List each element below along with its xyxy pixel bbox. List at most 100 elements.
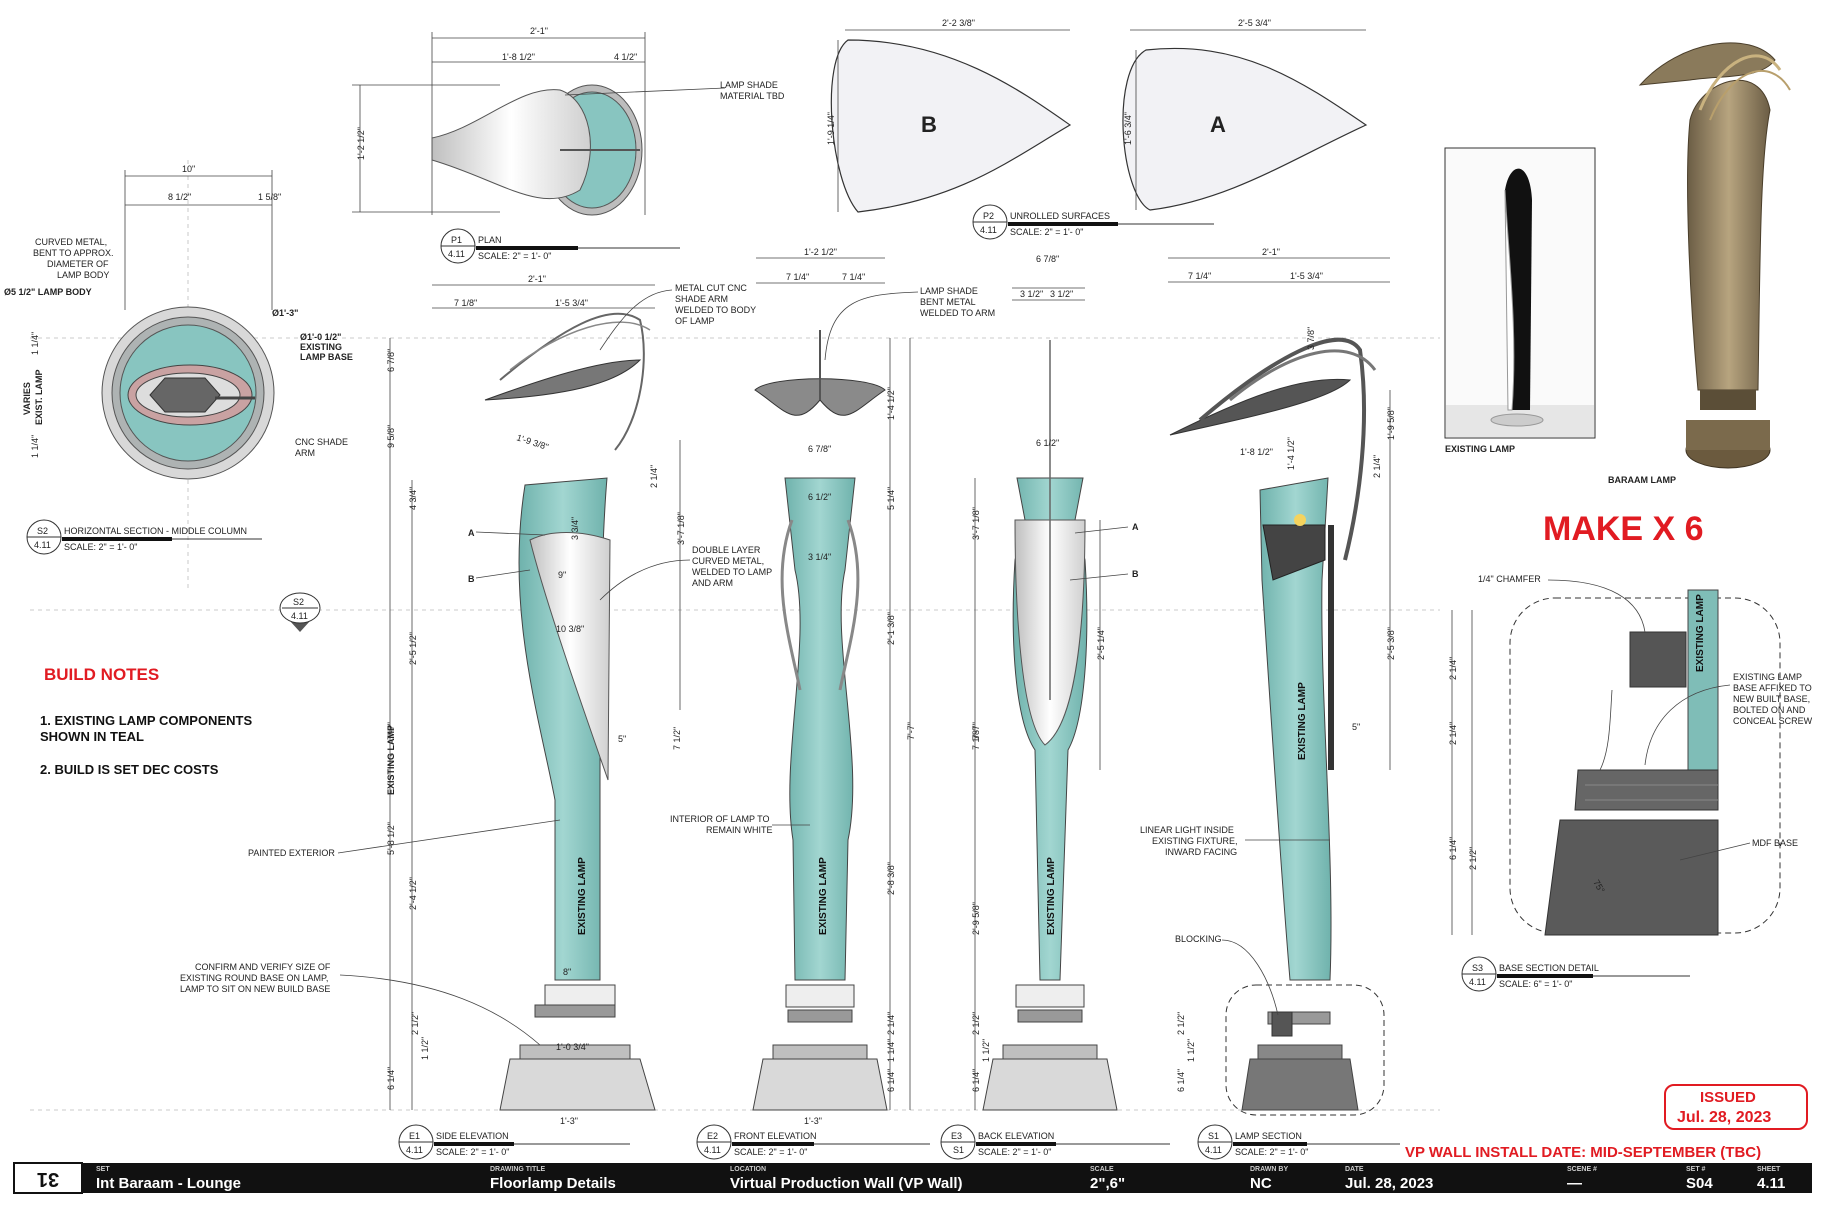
view-plan-title: PLAN: [478, 235, 502, 245]
tb-drawing-title-label: DRAWING TITLE: [490, 1166, 546, 1173]
dim-hs-8: 8 1/2": [168, 192, 191, 202]
tb-scene-label: SCENE #: [1567, 1166, 1597, 1173]
view-front-num: E2: [707, 1131, 718, 1141]
note-existing-base-3: LAMP BASE: [300, 352, 353, 362]
note-base-affixed-5: CONCEAL SCREW: [1733, 716, 1813, 726]
dim-ls-2-1: 2 1/4": [1372, 455, 1382, 478]
dim-ls-overall: 2'-1": [1262, 247, 1280, 257]
dim-back-2-9: 2'-9 5/8": [971, 902, 981, 935]
view-plan-scale: SCALE: 2" = 1'- 0": [478, 251, 551, 261]
dim-hs-10: 10": [182, 164, 195, 174]
tb-location-label: LOCATION: [730, 1166, 766, 1173]
dim-back-6b: 6 1/2": [1036, 438, 1059, 448]
note-varies-2: EXIST. LAMP: [34, 369, 44, 425]
view-basesection-num: S3: [1472, 963, 1483, 973]
dim-plan-h: 1'-2 1/2": [356, 127, 366, 160]
dim-panel-b-w: 2'-2 3/8": [942, 18, 975, 28]
back-label-a: A: [1132, 522, 1139, 532]
note-varies-1: VARIES: [22, 382, 32, 415]
dim-plan-overall: 2'-1": [530, 26, 548, 36]
baraam-lamp-caption: BARAAM LAMP: [1608, 475, 1676, 485]
view-hsection-scale: SCALE: 2" = 1'- 0": [64, 542, 137, 552]
note-confirm-base-1: CONFIRM AND VERIFY SIZE OF: [195, 962, 331, 972]
dim-ls-1-8: 1'-8 1/2": [1240, 447, 1273, 457]
note-base-affixed-4: BOLTED ON AND: [1733, 705, 1806, 715]
panel-a-label: A: [1210, 112, 1226, 137]
tb-set-num-label: SET #: [1686, 1166, 1706, 1173]
issued-stamp: ISSUED Jul. 28, 2023: [1664, 1084, 1808, 1130]
view-lampsection-num: S1: [1208, 1131, 1219, 1141]
dim-back-6c: 6 1/4": [971, 1069, 981, 1092]
note-existing-base-1: Ø1'-0 1/2": [300, 332, 341, 342]
dim-back-6: 6 7/8": [1036, 254, 1059, 264]
note-linear-light-1: LINEAR LIGHT INSIDE: [1140, 825, 1234, 835]
view-basesection-title: BASE SECTION DETAIL: [1499, 963, 1599, 973]
view-title-hsection: S2 4.11 HORIZONTAL SECTION - MIDDLE COLU…: [26, 519, 262, 555]
section-marker-num: S2: [293, 597, 304, 607]
view-side-num: E1: [409, 1131, 420, 1141]
dim-front-2-1: 2'-1 3/8": [886, 612, 896, 645]
note-curved-metal-3: DIAMETER OF: [47, 259, 109, 269]
guide-lines: [30, 160, 1440, 1111]
view-hsection-title: HORIZONTAL SECTION - MIDDLE COLUMN: [64, 526, 247, 536]
dim-side-1-3: 1'-3": [560, 1116, 578, 1126]
section-marker-s2: S2 4.11: [279, 592, 321, 632]
dim-side-1-0: 1'-0 3/4": [556, 1042, 589, 1052]
dim-front-3: 3 1/4": [808, 552, 831, 562]
existing-lamp-caption: EXISTING LAMP: [1445, 444, 1515, 454]
note-dia-1-3: Ø1'-3": [272, 308, 298, 318]
view-plan-num: P1: [451, 235, 462, 245]
build-note-1: 1. EXISTING LAMP COMPONENTS: [40, 713, 252, 728]
dim-side-2-4: 2'-4 1/2": [408, 877, 418, 910]
note-curved-metal-2: BENT TO APPROX.: [33, 248, 114, 258]
dim-side-1-9: 1'-9 3/8": [515, 432, 549, 452]
existing-lamp-image: EXISTING LAMP: [1444, 147, 1596, 454]
tb-drawing-title: Floorlamp Details: [490, 1175, 616, 1192]
view-basesection-scale: SCALE: 6" = 1'- 0": [1499, 979, 1572, 989]
dim-back-3a: 3 1/2": [1020, 289, 1043, 299]
dim-side-3-7: 3'-7 1/8": [676, 512, 686, 545]
dim-front-7a: 7 1/4": [786, 272, 809, 282]
view-front-title: FRONT ELEVATION: [734, 1131, 817, 1141]
view-title-plan: P1 4.11 PLAN SCALE: 2" = 1'- 0": [440, 228, 680, 264]
back-elevation: EXISTING LAMP 6 7/8" 3 1/2" 3 1/2" 6 1/2…: [971, 254, 1139, 1111]
note-curved-metal-4: LAMP BODY: [57, 270, 109, 280]
view-unrolled-scale: SCALE: 2" = 1'- 0": [1010, 227, 1083, 237]
tb-scale-label: SCALE: [1090, 1166, 1114, 1173]
view-lampsection-title: LAMP SECTION: [1235, 1131, 1302, 1141]
dim-side-5-8: 5'-8 1/2": [386, 822, 396, 855]
note-cnc-arm-1: CNC SHADE: [295, 437, 348, 447]
note-linear-light-3: INWARD FACING: [1165, 847, 1237, 857]
note-lamp-shade-bent-3: WELDED TO ARM: [920, 308, 995, 318]
page-number: 31: [37, 1168, 59, 1190]
dim-plan-a: 1'-8 1/2": [502, 52, 535, 62]
issued-label: ISSUED: [1700, 1089, 1756, 1106]
dim-side-8in: 8": [563, 967, 571, 977]
dim-front-7-7: 7'-7": [906, 722, 916, 740]
view-title-side: E1 4.11 SIDE ELEVATION SCALE: 2" = 1'- 0…: [398, 1124, 630, 1160]
note-metal-cut-2: SHADE ARM: [675, 294, 728, 304]
dim-side-7-1: 7 1/2": [672, 727, 682, 750]
tb-set-num: S04: [1686, 1175, 1713, 1192]
note-double-layer-3: WELDED TO LAMP: [692, 567, 772, 577]
dim-side-2-2: 2 1/2": [410, 1012, 420, 1035]
view-side-scale: SCALE: 2" = 1'- 0": [436, 1147, 509, 1157]
dim-ls-1-9: 1'-9 5/8": [1386, 407, 1396, 440]
view-plan-sheet: 4.11: [448, 249, 465, 259]
tb-sheet: 4.11: [1757, 1175, 1785, 1192]
note-double-layer-4: AND ARM: [692, 578, 733, 588]
note-painted-exterior: PAINTED EXTERIOR: [248, 848, 335, 858]
dim-side-7: 7 1/8": [454, 298, 477, 308]
view-unrolled-title: UNROLLED SURFACES: [1010, 211, 1110, 221]
note-double-layer-1: DOUBLE LAYER: [692, 545, 761, 555]
note-base-affixed-2: BASE AFFIXED TO: [1733, 683, 1812, 693]
view-basesection-sheet: 4.11: [1469, 977, 1486, 987]
tb-drawn-by: NC: [1250, 1175, 1272, 1192]
dim-side-6b: 6 1/4": [386, 1067, 396, 1090]
dim-back-7-1: 7 1/8": [971, 727, 981, 750]
dim-bs-2a: 2 1/4": [1448, 657, 1458, 680]
note-existing-base-2: EXISTING: [300, 342, 342, 352]
build-note-1b: SHOWN IN TEAL: [40, 729, 144, 744]
note-blocking: BLOCKING: [1175, 934, 1222, 944]
side-elevation: EXISTING LAMP 2'-1" 7 1/8" 1'-5 3/4" 6 7…: [180, 274, 772, 1126]
